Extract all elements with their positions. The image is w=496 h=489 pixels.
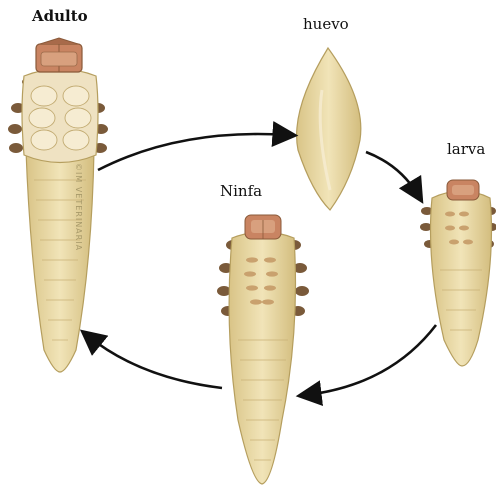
label-ninfa: Ninfa <box>220 182 262 200</box>
adult-mite <box>8 38 108 372</box>
adult-tail <box>26 150 94 372</box>
arrow-egg-to-larva <box>366 152 418 195</box>
arrow-nymph-to-adult <box>88 336 222 388</box>
arrow-adult-to-egg <box>98 134 288 170</box>
label-larva: larva <box>447 140 485 158</box>
nymph-mite <box>217 215 309 484</box>
watermark: ©IM VETERINARIA <box>74 163 83 283</box>
label-adulto: Adulto <box>32 7 88 25</box>
larva-mite <box>420 180 496 366</box>
label-huevo: huevo <box>303 15 349 33</box>
arrow-larva-to-nymph <box>306 325 436 395</box>
